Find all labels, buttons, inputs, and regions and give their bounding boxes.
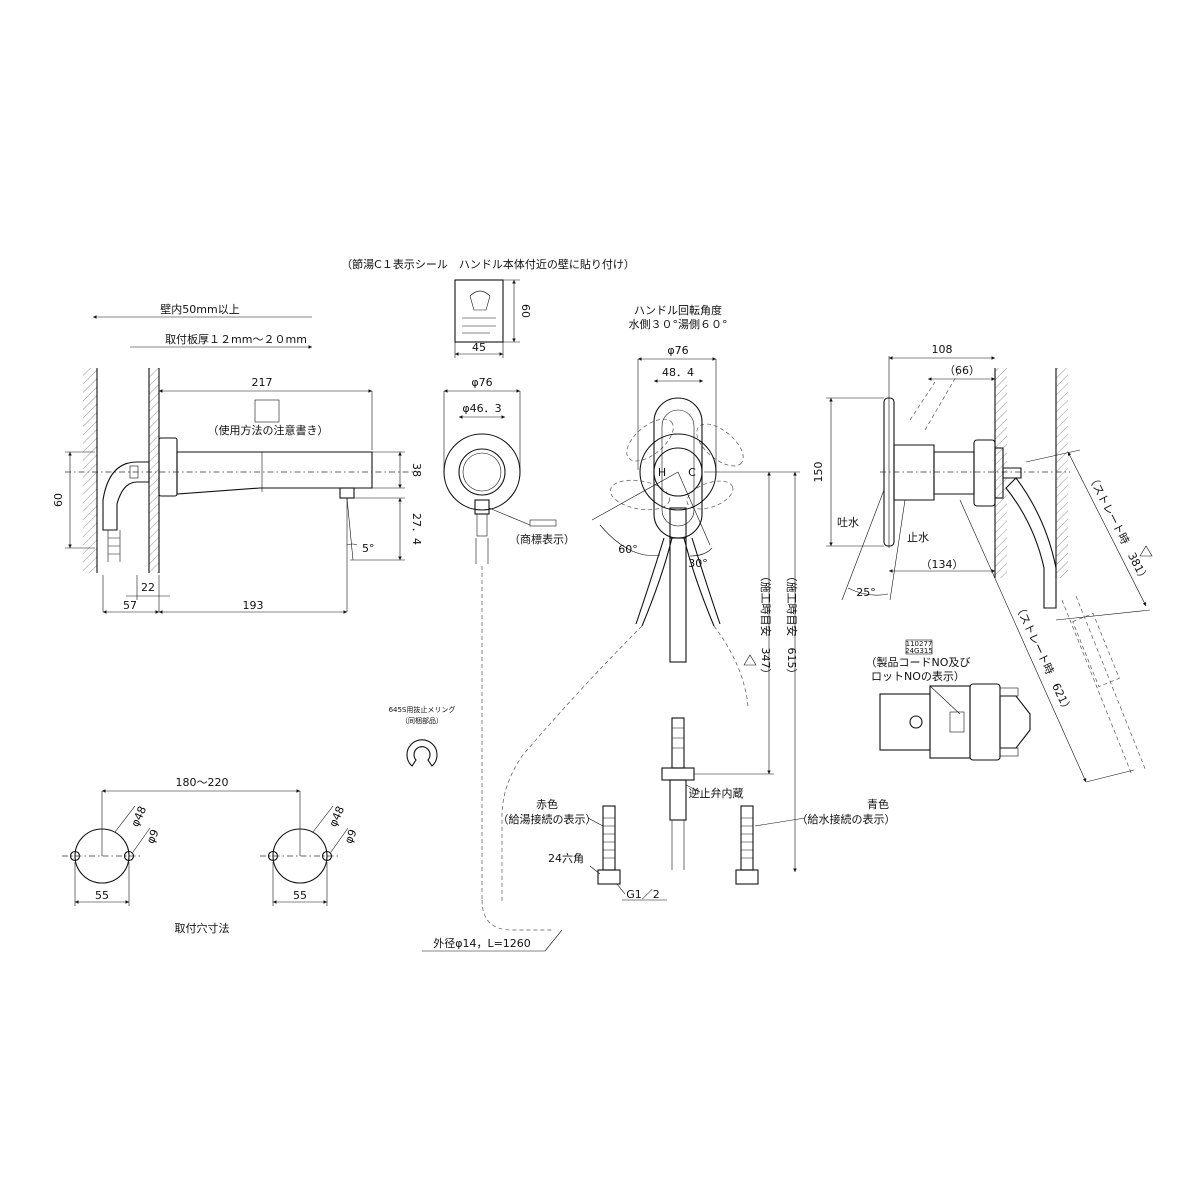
hex-24: 24六角 (548, 852, 584, 865)
wall-right-2 (1056, 368, 1068, 578)
escutcheon-side (158, 437, 178, 497)
seal-dim-height: 60 (519, 304, 532, 318)
rotation-detail: 水側３０°湯側６０° (629, 318, 728, 331)
dim-66: （66） (944, 364, 980, 377)
hose-group: 赤色 （給湯接続の表示） 24六角 G1／2 青色 （給水接続の表示） 外径φ1… (422, 797, 896, 952)
warning-icon (743, 654, 757, 666)
cold-hose (740, 805, 754, 871)
dia-76-front: φ76 (471, 376, 492, 389)
ring-detail: 645S用抜止メリング （同梱部品） (389, 705, 456, 767)
dim-plate-thickness: 取付板厚１２mm～２０mm (165, 332, 307, 346)
guide-615: （施工時目安 615） (785, 571, 799, 680)
red-sub: （給湯接続の表示） (498, 812, 597, 826)
escutcheon-front (443, 433, 521, 511)
mounting-holes: 180～220 φ48 φ9 55 φ48 φ9 55 取付穴寸法 (62, 776, 360, 935)
ring-title: 645S用抜止メリング (389, 705, 456, 714)
angle-60: 60° (618, 543, 638, 556)
angle-5: 5° (362, 542, 375, 555)
wall-left (83, 368, 97, 573)
wall-plate (149, 368, 159, 573)
mount-caption: 取付穴寸法 (175, 921, 230, 935)
ring-icon (406, 739, 438, 767)
dia-48-right: φ48 (326, 804, 347, 829)
dim-108: 108 (932, 343, 953, 356)
straight-621: （ストレート時 621） (1012, 601, 1074, 715)
code-line-1: 110277 (906, 640, 933, 648)
w-55-left: 55 (95, 889, 109, 902)
dim-38: 38 (410, 463, 423, 477)
code-line-2: 24G315 (905, 647, 933, 655)
caution-label: （使用方法の注意書き） (208, 423, 329, 437)
dim-22: 22 (141, 581, 155, 594)
check-valve-label: 逆止弁内蔵 (689, 786, 744, 800)
trademark-mark (529, 519, 557, 527)
w-55-right: 55 (293, 889, 307, 902)
check-valve-body (671, 717, 685, 769)
ring-sub: （同梱部品） (401, 716, 443, 725)
handle-view: ハンドル回転角度 水側３０°湯側６０° φ76 48．4 H C 60° 30°… (501, 303, 800, 901)
product-code-detail: 110277 24G315 （製品コードNO及び ロットNOの表示） (866, 639, 1031, 761)
side-view: 壁内50mm以上 取付板厚１２mm～２０mm 217 （使用方法の注意書き） 6… (52, 302, 423, 614)
seal-hand-icon (469, 290, 491, 311)
thread-g12: G1／2 (626, 888, 660, 901)
blue-sub: （給水接続の表示） (797, 812, 896, 826)
right-view: 108 （66） 150 吐水 止水 25° （134） （ストレート時 (812, 343, 1153, 783)
dim-57: 57 (123, 599, 137, 612)
mark-h: H (658, 466, 666, 479)
dia-48-left: φ48 (128, 804, 149, 829)
code-label-box (905, 639, 933, 655)
dim-27-4: 27．4 (410, 513, 423, 545)
outer-dia-label: 外径φ14，L=1260 (433, 937, 531, 950)
straight-381: （ストレート時 381） (1085, 472, 1151, 585)
seal-outline (454, 279, 504, 343)
hose-bend-right (1005, 477, 1057, 609)
product-code-text-2: ロットNOの表示） (871, 669, 965, 683)
mount-hole-left (74, 828, 130, 884)
guide-347: （施工時目安 347） (759, 571, 773, 680)
product-code-text-1: （製品コードNO及び (866, 655, 971, 669)
dim-193: 193 (243, 599, 264, 612)
dim-150: 150 (812, 462, 825, 483)
dia-76-handle: φ76 (667, 344, 688, 357)
rotation-title: ハンドル回転角度 (634, 303, 722, 317)
wall-right-1 (995, 368, 1007, 578)
spout-label: 吐水 (837, 516, 859, 529)
warning-icon-right (1139, 545, 1153, 557)
dia-46-3: φ46．3 (462, 402, 501, 415)
mark-c: C (688, 466, 696, 479)
valve-body-right (973, 439, 996, 507)
dim-217: 217 (252, 376, 273, 389)
spout-body (176, 451, 373, 495)
dia-9-left: φ9 (144, 827, 162, 845)
mount-hole-right (272, 828, 328, 884)
angle-30: 30° (688, 557, 708, 570)
trademark-label: （商標表示） (509, 532, 575, 546)
red-label: 赤色 (536, 797, 558, 811)
seal-caption: （節湯C１表示シール ハンドル本体付近の壁に貼り付け） (341, 257, 635, 271)
dim-48-4: 48．4 (662, 366, 694, 379)
hot-hose (602, 805, 616, 871)
dim-134: （134） (921, 558, 964, 571)
seal-dim-width: 45 (472, 341, 486, 354)
elbow-pipe (102, 461, 150, 531)
dim-60-side: 60 (52, 493, 65, 507)
spout-outlet (339, 487, 355, 499)
caution-sticker (254, 399, 280, 423)
seal-group: （節湯C１表示シール ハンドル本体付近の壁に貼り付け） 60 45 (341, 257, 635, 358)
dim-wall-inner: 壁内50mm以上 (160, 302, 239, 316)
front-view: φ76 φ46．3 （商標表示） (443, 376, 575, 931)
dia-9-right: φ9 (342, 827, 360, 845)
dim-span: 180～220 (176, 776, 229, 789)
stop-label: 止水 (907, 531, 929, 544)
angle-25: 25° (856, 586, 876, 599)
blue-label: 青色 (867, 797, 889, 811)
